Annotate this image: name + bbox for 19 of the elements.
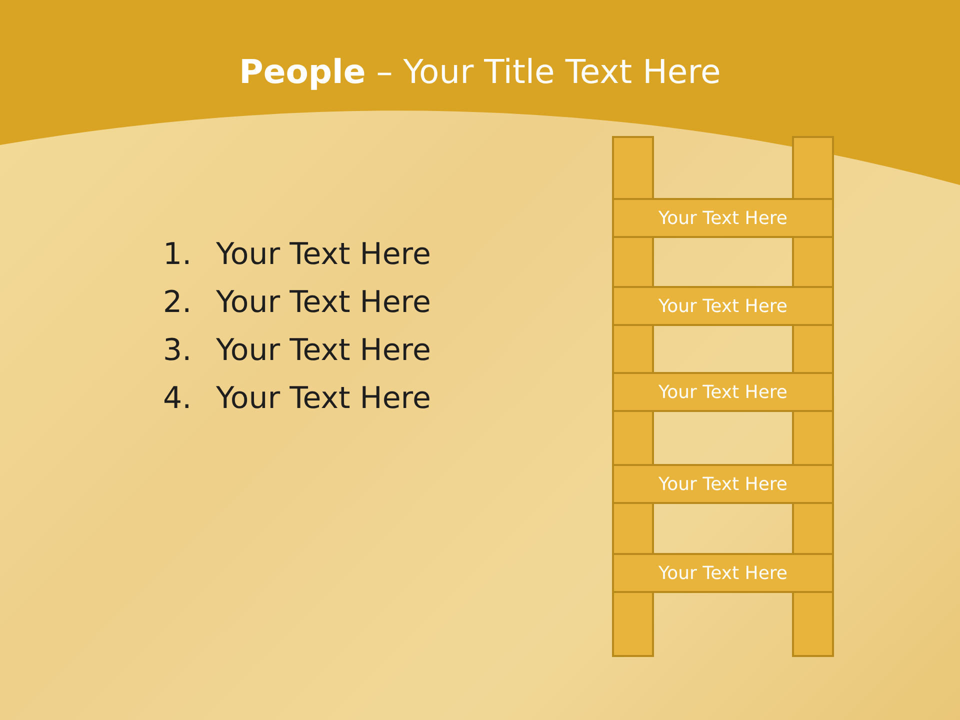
ladder-rung — [612, 372, 834, 412]
ladder-rung — [612, 286, 834, 326]
ladder-rung — [612, 198, 834, 238]
rung-text: Your Text Here — [658, 208, 788, 228]
list-number: 3. — [163, 333, 192, 368]
list-number: 1. — [163, 237, 192, 272]
slide-title: People – Your Title Text Here — [238, 52, 722, 91]
rung-text: Your Text Here — [658, 296, 788, 316]
list-item: Your Text Here — [216, 285, 431, 320]
list-item: Your Text Here — [216, 237, 431, 272]
list-item: Your Text Here — [216, 333, 431, 368]
rung-text: Your Text Here — [658, 562, 788, 584]
rung-text: Your Text Here — [658, 474, 788, 494]
list-item: Your Text Here — [216, 381, 431, 416]
rung-text: Your Text Here — [658, 382, 788, 402]
ladder-rung — [612, 553, 834, 593]
ladder-rung — [612, 464, 834, 504]
list-number: 4. — [163, 381, 192, 416]
list-number: 2. — [163, 285, 192, 320]
